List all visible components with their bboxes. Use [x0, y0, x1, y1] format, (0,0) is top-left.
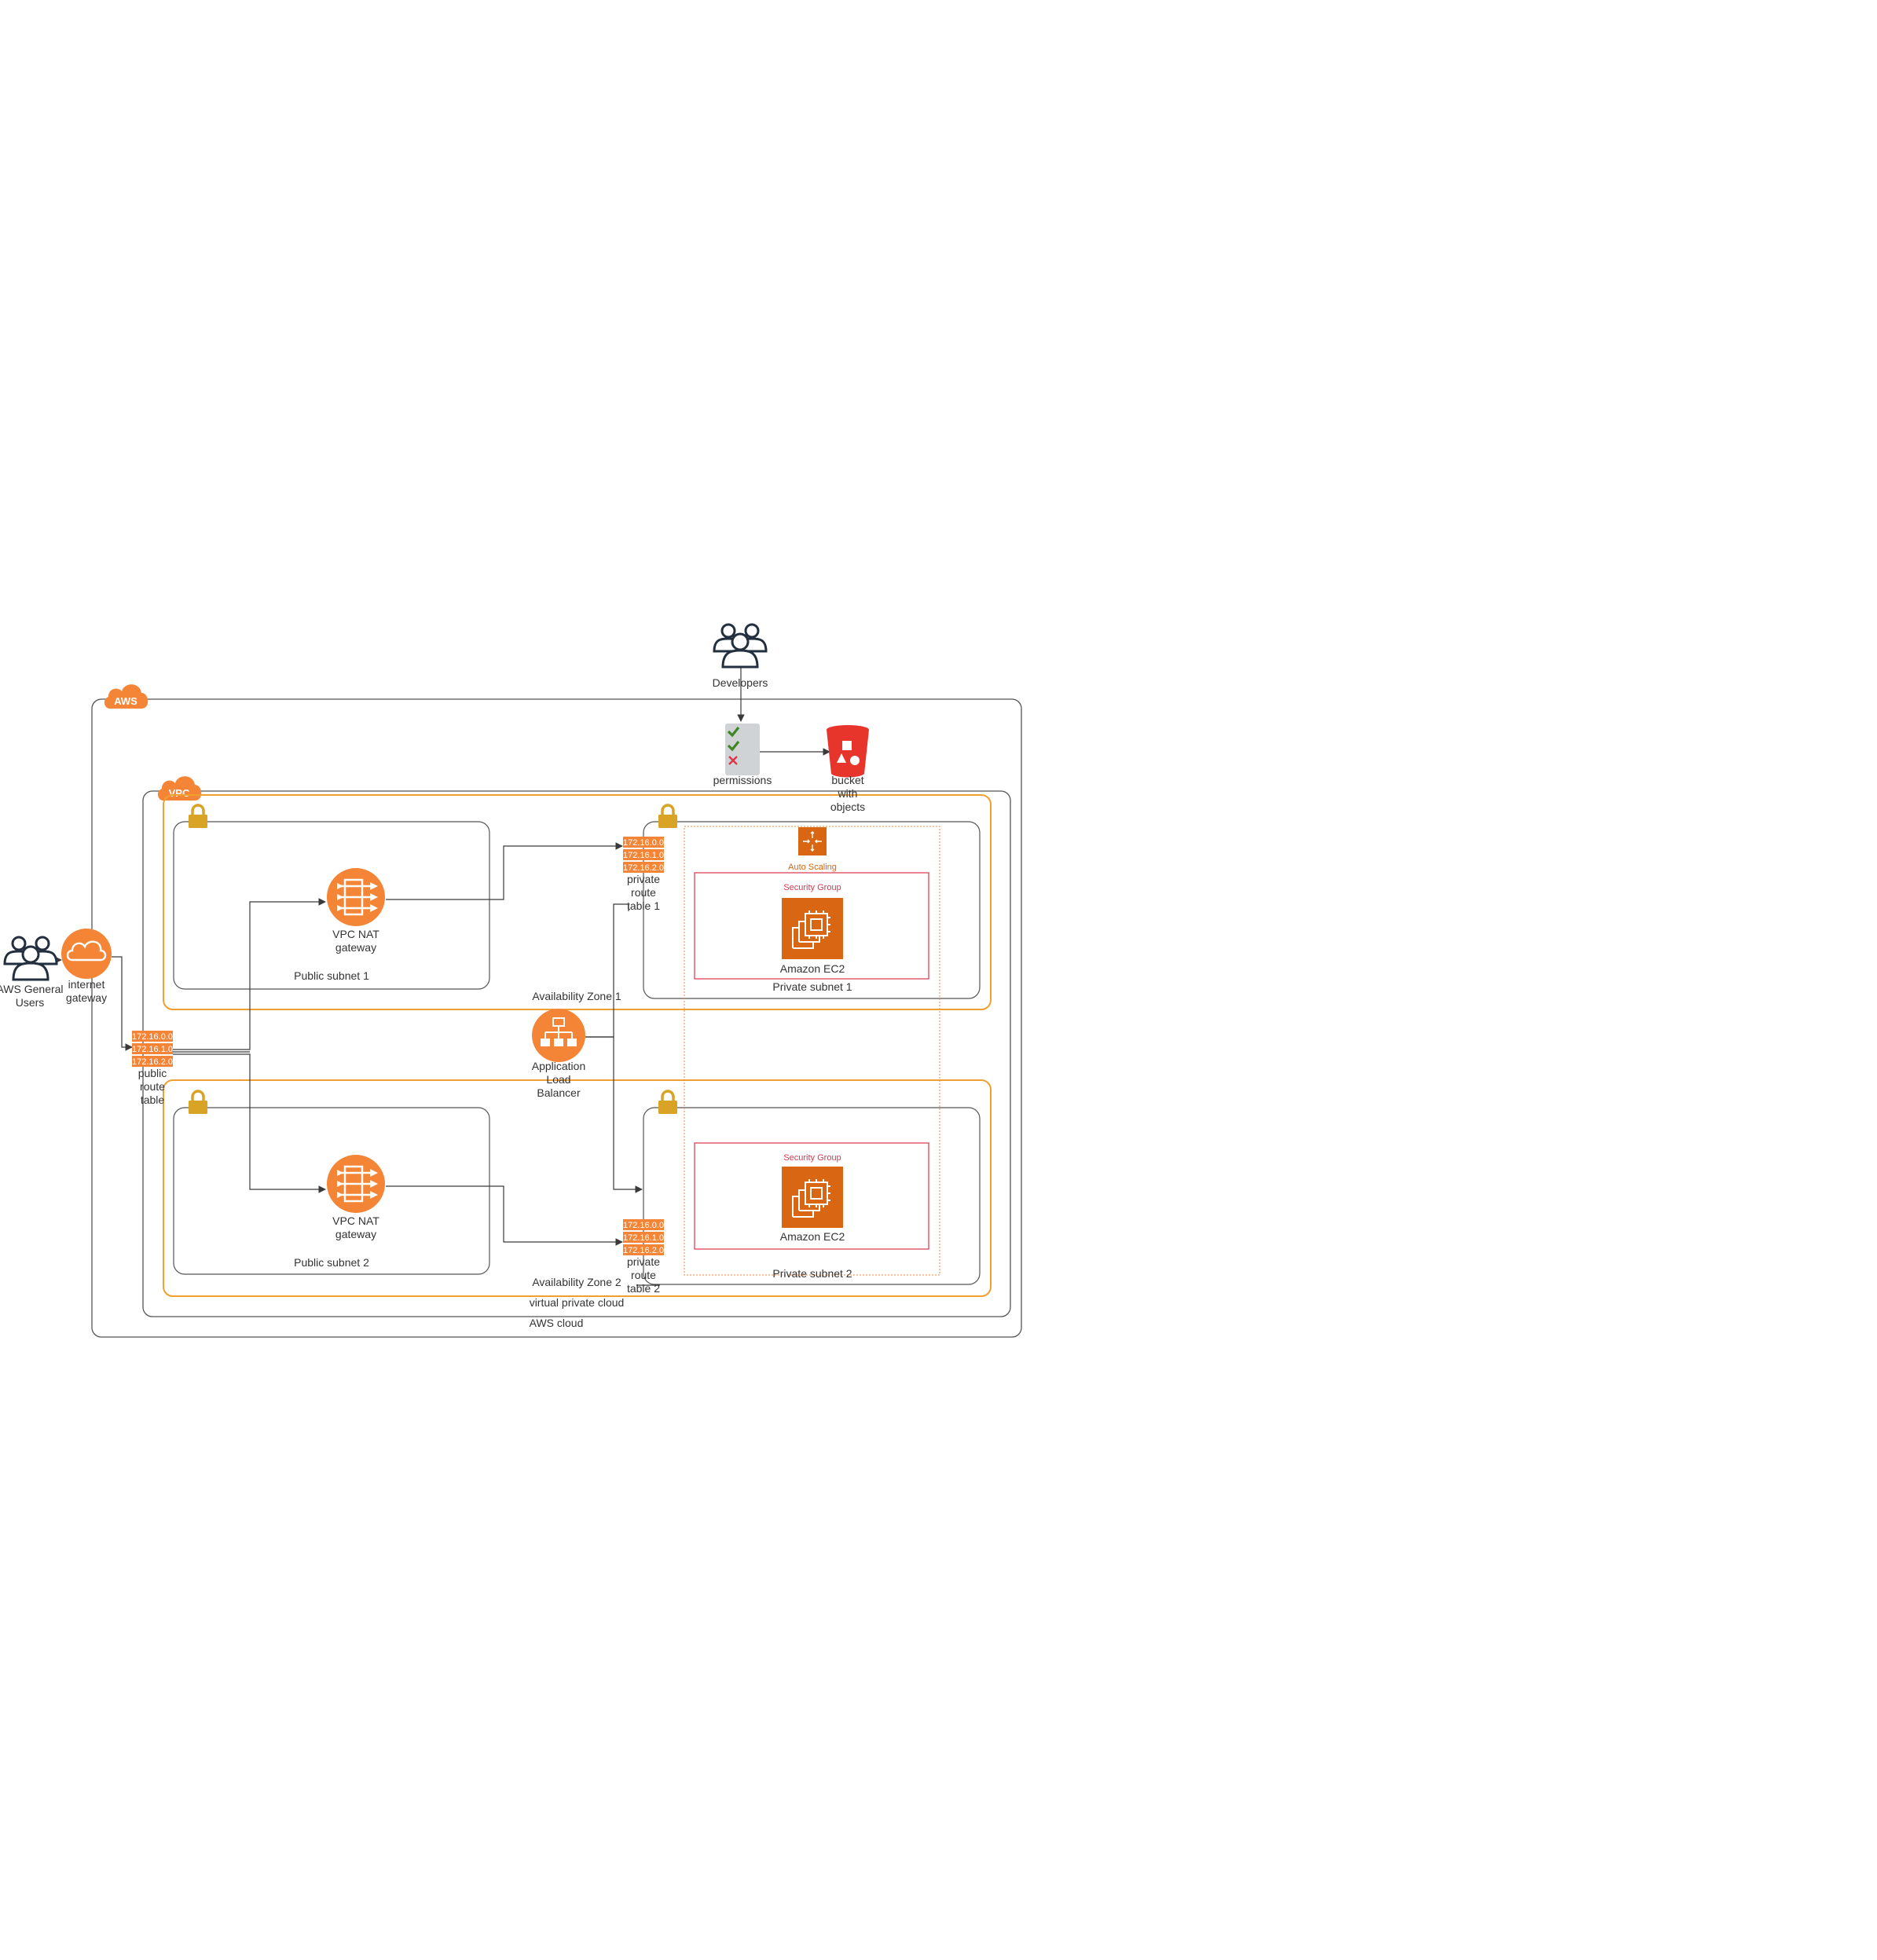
- nat-gateway-2-label-2: gateway: [335, 1228, 376, 1240]
- bucket-label-1: bucket: [831, 774, 863, 786]
- edge-alb-private-rt1: [585, 903, 629, 1038]
- general-users-label-2: Users: [16, 996, 45, 1009]
- edge-route-table-nat1: [173, 898, 326, 1050]
- permissions-label: permissions: [713, 774, 772, 786]
- route-entry: 172.16.2.0: [132, 1057, 173, 1067]
- edge-alb-private-subnet2: [585, 1036, 643, 1193]
- public-subnet-1: [173, 821, 490, 990]
- public-route-table-label-1: public: [138, 1067, 167, 1079]
- private-route-table-1-label-1: private: [627, 873, 660, 885]
- public-route-table-label-3: table: [141, 1094, 165, 1106]
- ec2-instance-icon: [781, 1166, 844, 1229]
- aws-cloud-container: [91, 698, 1022, 1338]
- private-subnet-2: [643, 1107, 981, 1285]
- vpc-badge-text: VPC: [169, 787, 190, 799]
- edge-nat1-private-rt1: [386, 842, 623, 900]
- public-route-table-label-2: route: [140, 1080, 165, 1093]
- private-route-table-1-label-3: table 1: [627, 899, 660, 912]
- route-entry: 172.16.2.0: [623, 1246, 664, 1255]
- auto-scaling-label: Auto Scaling: [788, 863, 837, 872]
- availability-zone-1: [163, 794, 992, 1010]
- route-entry: 172.16.0.0: [623, 838, 664, 848]
- nat-gateway-2-label-1: VPC NAT: [332, 1214, 379, 1227]
- private-route-table-2-label-2: route: [631, 1269, 656, 1281]
- general-users-label-1: AWS General: [0, 983, 64, 995]
- availability-zone-1-label: Availability Zone 1: [532, 990, 621, 1002]
- route-table-icon: 172.16.0.0 172.16.1.0 172.16.2.0: [132, 1031, 173, 1067]
- route-entry: 172.16.1.0: [132, 1045, 173, 1054]
- private-subnet-1: [643, 821, 981, 999]
- ec2-1-label: Amazon EC2: [780, 962, 845, 975]
- aws-cloud-label: AWS cloud: [530, 1317, 584, 1329]
- public-subnet-2-label: Public subnet 2: [294, 1256, 369, 1269]
- users-group-icon: [3, 936, 58, 981]
- availability-zone-2-label: Availability Zone 2: [532, 1276, 621, 1288]
- alb-label-2: Load: [546, 1073, 570, 1086]
- availability-zone-2: [163, 1079, 992, 1297]
- route-table-icon: 172.16.0.0 172.16.1.0 172.16.2.0: [623, 1219, 664, 1255]
- alb-label-1: Application: [532, 1060, 586, 1072]
- auto-scaling-icon: [798, 827, 827, 855]
- lock-icon: [657, 1090, 679, 1116]
- users-group-icon: [713, 623, 768, 669]
- internet-gateway-label-1: internet: [68, 978, 105, 991]
- nat-gateway-1-label-1: VPC NAT: [332, 928, 379, 940]
- edge-route-table-nat2: [173, 1053, 326, 1193]
- checklist-icon: [725, 724, 760, 775]
- private-route-table-1-label-2: route: [631, 886, 656, 899]
- public-subnet-1-label: Public subnet 1: [294, 969, 369, 982]
- load-balancer-icon: [532, 1009, 585, 1062]
- lock-icon: [187, 1090, 209, 1116]
- developers-label: Developers: [713, 676, 768, 689]
- ec2-2-label: Amazon EC2: [780, 1230, 845, 1243]
- route-entry: 172.16.0.0: [132, 1032, 173, 1042]
- route-table-icon: 172.16.0.0 172.16.1.0 172.16.2.0: [623, 837, 664, 873]
- nat-gateway-icon: [325, 866, 387, 928]
- internet-gateway-label-2: gateway: [66, 991, 107, 1004]
- nat-gateway-icon: [325, 1153, 387, 1214]
- edge-gateway-route-table: [112, 956, 133, 1051]
- vpc-label: virtual private cloud: [530, 1296, 625, 1309]
- route-entry: 172.16.0.0: [623, 1221, 664, 1230]
- security-group-2: [694, 1142, 929, 1250]
- nat-gateway-1-label-2: gateway: [335, 941, 376, 954]
- edge-nat2-private-rt2: [386, 1185, 623, 1246]
- route-entry: 172.16.1.0: [623, 851, 664, 860]
- private-subnet-2-label: Private subnet 2: [772, 1267, 852, 1280]
- security-group-1-label: Security Group: [783, 883, 841, 892]
- alb-label-3: Balancer: [537, 1086, 581, 1099]
- aws-badge: AWS: [104, 684, 148, 709]
- ec2-instance-icon: [781, 897, 844, 960]
- vpc-badge: VPC: [157, 776, 202, 800]
- security-group-1: [694, 872, 929, 980]
- private-subnet-1-label: Private subnet 1: [772, 980, 852, 993]
- private-route-table-2-label-3: table 2: [627, 1282, 660, 1295]
- private-route-table-2-label-1: private: [627, 1255, 660, 1268]
- route-entry: 172.16.1.0: [623, 1233, 664, 1243]
- route-entry: 172.16.2.0: [623, 863, 664, 873]
- cloud-icon: [61, 929, 112, 979]
- bucket-label-2: with: [838, 787, 858, 800]
- public-subnet-2: [173, 1107, 490, 1275]
- s3-bucket-icon: [827, 725, 869, 778]
- bucket-label-3: objects: [830, 800, 865, 813]
- lock-icon: [657, 804, 679, 830]
- security-group-2-label: Security Group: [783, 1153, 841, 1163]
- lock-icon: [187, 804, 209, 830]
- aws-badge-text: AWS: [114, 695, 137, 707]
- connectors: [49, 668, 830, 1286]
